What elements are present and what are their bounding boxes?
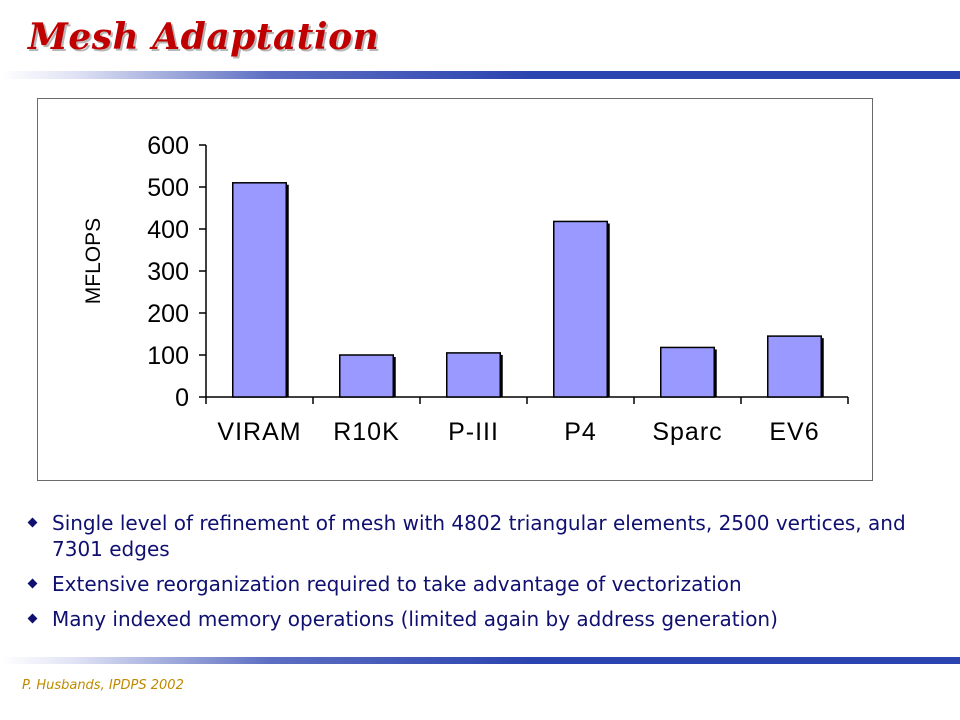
y-tick-label: 300 (147, 258, 189, 286)
footer-citation: P. Husbands, IPDPS 2002 (22, 678, 184, 693)
x-tick-label: VIRAM (217, 418, 301, 446)
x-tick-label: P-III (448, 418, 499, 446)
diamond-bullet-icon (27, 517, 38, 528)
bar-p-iii (446, 352, 501, 398)
x-tick-label: P4 (564, 418, 597, 446)
bar-p4 (553, 220, 608, 398)
y-tick-label: 400 (147, 216, 189, 244)
title-underline (0, 71, 960, 79)
bar-sparc (660, 346, 715, 398)
bar-ev6 (767, 335, 822, 398)
bullet-text: Extensive reorganization required to tak… (52, 572, 742, 596)
footer-rule (0, 657, 960, 664)
y-tick-label: 600 (147, 132, 189, 160)
x-tick-label: Sparc (652, 418, 722, 446)
y-tick-label: 0 (175, 384, 189, 412)
bullet-text: Many indexed memory operations (limited … (52, 607, 778, 631)
slide-title: Mesh Adaptation (28, 16, 380, 58)
bullet-item: Single level of refinement of mesh with … (26, 510, 946, 562)
diamond-bullet-icon (27, 578, 38, 589)
bullet-list: Single level of refinement of mesh with … (26, 510, 946, 641)
diamond-bullet-icon (27, 613, 38, 624)
x-tick-label: R10K (333, 418, 400, 446)
y-axis-label: MFLOPS (82, 218, 105, 304)
bar-r10k (339, 354, 394, 398)
bullet-item: Extensive reorganization required to tak… (26, 571, 946, 597)
y-tick-label: 500 (147, 174, 189, 202)
bullet-text: Single level of refinement of mesh with … (52, 511, 906, 561)
bar-viram (232, 182, 287, 398)
y-tick-label: 100 (147, 342, 189, 370)
x-tick-label: EV6 (769, 418, 819, 446)
y-tick-label: 200 (147, 300, 189, 328)
bullet-item: Many indexed memory operations (limited … (26, 606, 946, 632)
